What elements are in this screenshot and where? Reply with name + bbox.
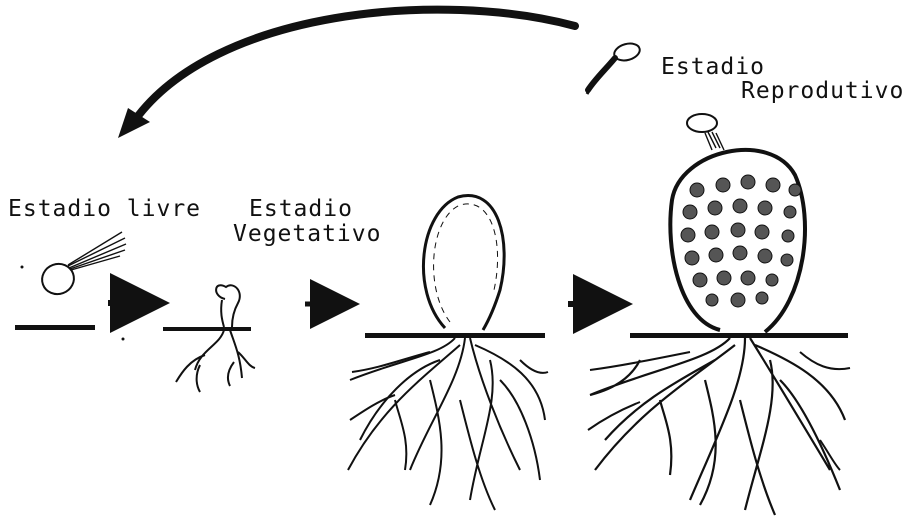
reproductive-sporangium-icon [588, 114, 850, 515]
reproductive-spore-icon [587, 41, 642, 94]
reproductive-stage-label-line2: Reprodutivo [741, 78, 904, 104]
free-zoospore-icon [21, 232, 127, 299]
substrate-line-1 [15, 325, 95, 330]
free-stage-label: Estadio livre [8, 196, 201, 222]
vegetative-stage-label-line1: Estadio [249, 196, 353, 222]
vegetative-stage-label-line2: Vegetativo [233, 221, 381, 247]
germinating-thallus-icon [163, 285, 255, 392]
reproductive-stage-label-line1: Estadio [661, 54, 765, 80]
cycle-return-arrow [118, 10, 575, 138]
